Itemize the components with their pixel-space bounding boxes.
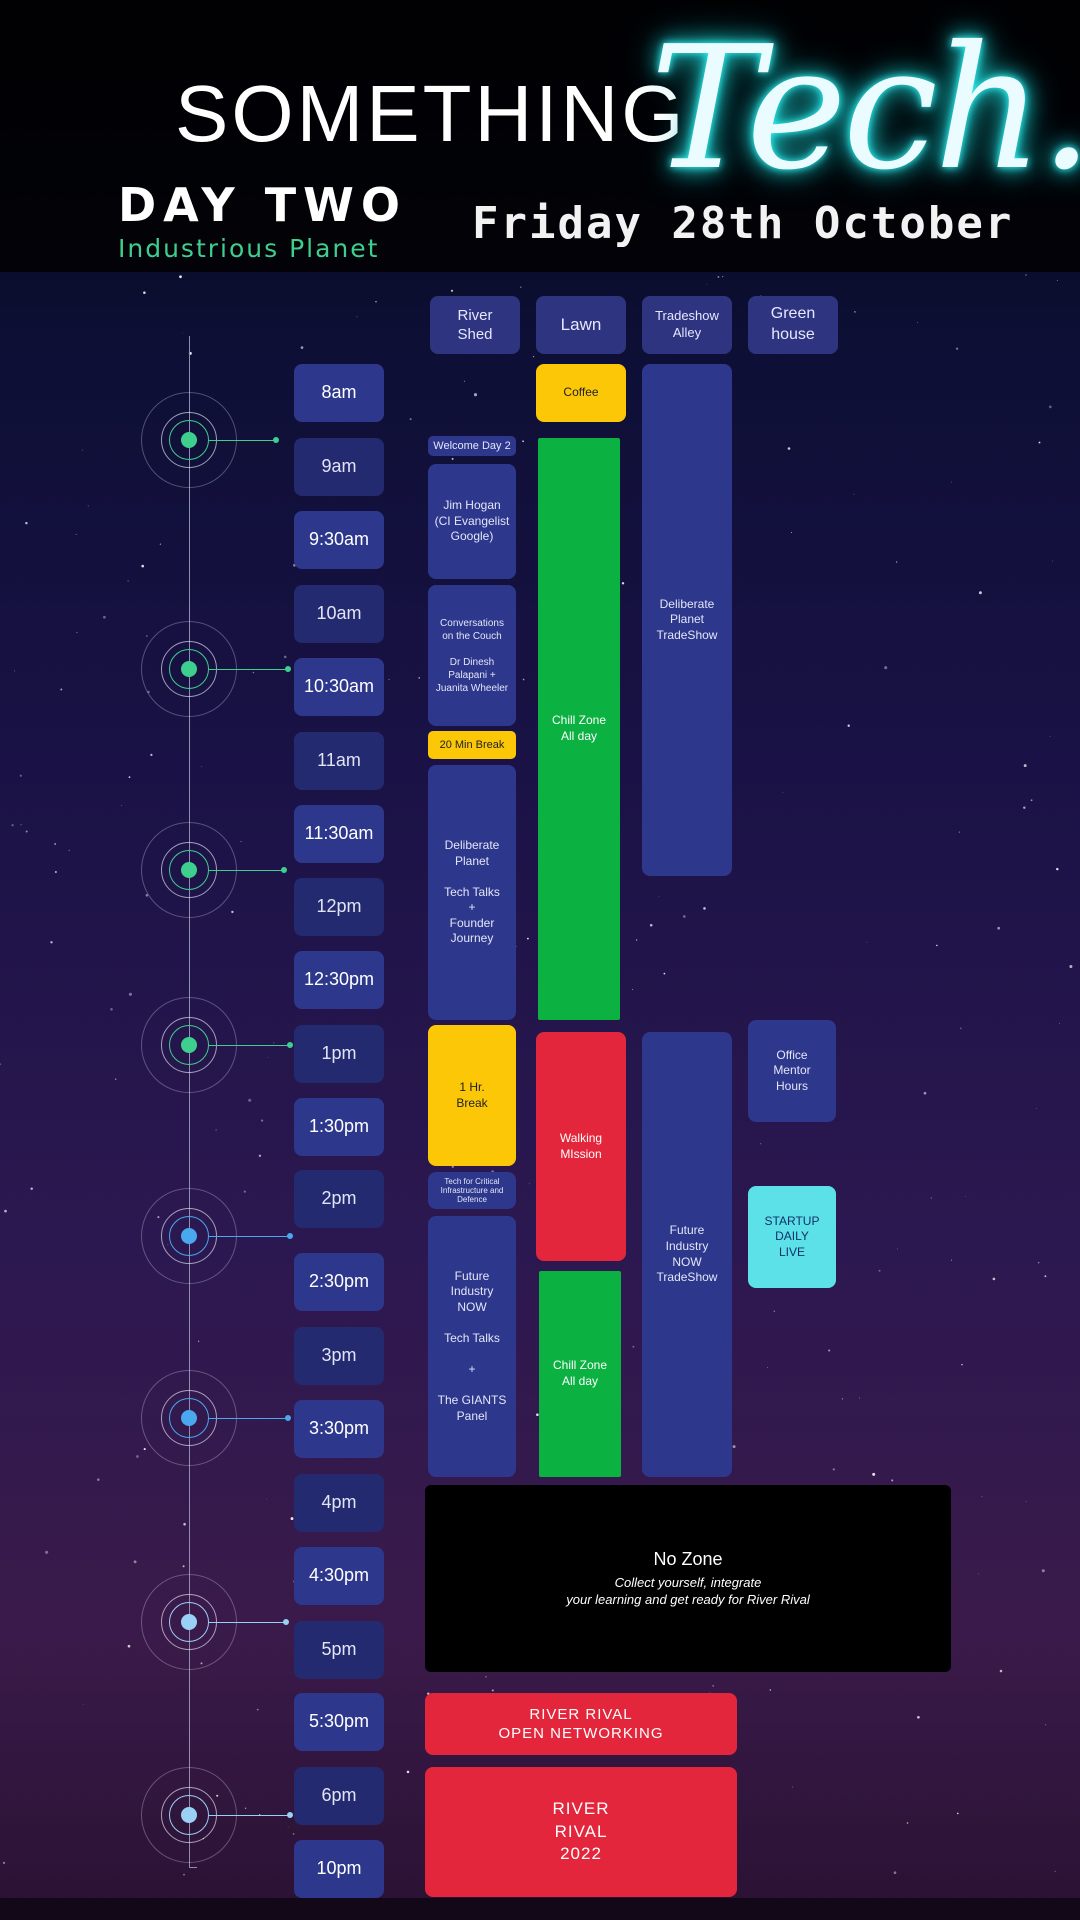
time-slot-3-30pm: 3:30pm bbox=[294, 1400, 384, 1458]
time-slot-9-30am: 9:30am bbox=[294, 511, 384, 569]
timeline-rail-end bbox=[189, 1867, 197, 1868]
timeline-node-dot bbox=[181, 1614, 197, 1630]
timeline-node-connector bbox=[209, 1815, 290, 1816]
event-startup-daily-live[interactable]: STARTUP DAILY LIVE bbox=[748, 1186, 836, 1288]
timeline-node-dot bbox=[181, 1228, 197, 1244]
venue-header-greenhouse: Green house bbox=[748, 296, 838, 354]
event-coffee[interactable]: Coffee bbox=[536, 364, 626, 422]
venue-header-tradeshow-alley: Tradeshow Alley bbox=[642, 296, 732, 354]
timeline-node-ring bbox=[169, 420, 209, 460]
time-slot-9am: 9am bbox=[294, 438, 384, 496]
timeline-node-dot bbox=[181, 862, 197, 878]
time-slot-5-30pm: 5:30pm bbox=[294, 1693, 384, 1751]
timeline-node-endpoint bbox=[287, 1812, 293, 1818]
time-slot-4-30pm: 4:30pm bbox=[294, 1547, 384, 1605]
time-slot-1pm: 1pm bbox=[294, 1025, 384, 1083]
timeline-node-endpoint bbox=[287, 1233, 293, 1239]
venue-header-lawn: Lawn bbox=[536, 296, 626, 354]
day-title: DAY TWO bbox=[118, 178, 407, 232]
time-slot-2-30pm: 2:30pm bbox=[294, 1253, 384, 1311]
event-river-rival-networking[interactable]: RIVER RIVAL OPEN NETWORKING bbox=[425, 1693, 737, 1755]
event-no-zone[interactable]: No Zone Collect yourself, integrate your… bbox=[425, 1485, 951, 1672]
timeline-node-ring bbox=[169, 1025, 209, 1065]
timeline-node-dot bbox=[181, 1037, 197, 1053]
timeline-node-endpoint bbox=[285, 666, 291, 672]
event-jim-hogan[interactable]: Jim Hogan (CI Evangelist Google) bbox=[428, 464, 516, 579]
timeline-node-ring bbox=[169, 1398, 209, 1438]
venue-header-river-shed: River Shed bbox=[430, 296, 520, 354]
timeline-node-connector bbox=[209, 1622, 286, 1623]
time-slot-12pm: 12pm bbox=[294, 878, 384, 936]
timeline-node-dot bbox=[181, 661, 197, 677]
event-critical-infrastructure[interactable]: Tech for Critical Infrastructure and Def… bbox=[428, 1172, 516, 1209]
event-future-industry-tradeshow[interactable]: Future Industry NOW TradeShow bbox=[642, 1032, 732, 1477]
time-slot-11am: 11am bbox=[294, 732, 384, 790]
timeline-node-connector bbox=[209, 1418, 288, 1419]
no-zone-line-2: your learning and get ready for River Ri… bbox=[566, 1592, 810, 1608]
timeline-node-endpoint bbox=[273, 437, 279, 443]
event-office-mentor-hours[interactable]: Office Mentor Hours bbox=[748, 1020, 836, 1122]
event-walking-mission[interactable]: Walking MIssion bbox=[536, 1032, 626, 1261]
event-date: Friday 28th October bbox=[472, 198, 1014, 249]
timeline-node-endpoint bbox=[285, 1415, 291, 1421]
no-zone-title: No Zone bbox=[653, 1548, 723, 1569]
event-deliberate-planet-talks[interactable]: Deliberate Planet Tech Talks + Founder J… bbox=[428, 765, 516, 1020]
timeline-node-endpoint bbox=[283, 1619, 289, 1625]
no-zone-line-1: Collect yourself, integrate bbox=[614, 1575, 762, 1591]
time-slot-1-30pm: 1:30pm bbox=[294, 1098, 384, 1156]
timeline-node-ring bbox=[169, 649, 209, 689]
header-band bbox=[0, 0, 1080, 272]
brand-title-script: Tech. bbox=[650, 10, 1080, 208]
time-slot-6pm: 6pm bbox=[294, 1767, 384, 1825]
event-chill-zone-morning[interactable]: Chill Zone All day bbox=[538, 438, 620, 1020]
timeline-node-endpoint bbox=[281, 867, 287, 873]
time-slot-10pm: 10pm bbox=[294, 1840, 384, 1898]
time-slot-10-30am: 10:30am bbox=[294, 658, 384, 716]
event-1hr-break[interactable]: 1 Hr. Break bbox=[428, 1025, 516, 1166]
timeline-node-ring bbox=[169, 1216, 209, 1256]
brand-title-light: SOMETHING bbox=[175, 69, 687, 158]
timeline-node-connector bbox=[209, 870, 284, 871]
timeline-node-dot bbox=[181, 1807, 197, 1823]
timeline-node-connector bbox=[209, 1045, 290, 1046]
event-20-min-break[interactable]: 20 Min Break bbox=[428, 731, 516, 759]
timeline-node-ring bbox=[169, 1602, 209, 1642]
timeline-node-ring bbox=[169, 1795, 209, 1835]
timeline-node-connector bbox=[209, 1236, 290, 1237]
theme-subtitle: Industrious Planet bbox=[118, 234, 380, 263]
event-deliberate-planet-tradeshow[interactable]: Deliberate Planet TradeShow bbox=[642, 364, 732, 876]
time-slot-5pm: 5pm bbox=[294, 1621, 384, 1679]
timeline-node-dot bbox=[181, 432, 197, 448]
time-slot-3pm: 3pm bbox=[294, 1327, 384, 1385]
timeline-node-dot bbox=[181, 1410, 197, 1426]
timeline-node-connector bbox=[209, 669, 288, 670]
timeline-rail bbox=[189, 336, 190, 1868]
event-future-industry-talks[interactable]: Future Industry NOW Tech Talks + The GIA… bbox=[428, 1216, 516, 1477]
time-slot-2pm: 2pm bbox=[294, 1170, 384, 1228]
time-slot-4pm: 4pm bbox=[294, 1474, 384, 1532]
event-river-rival-2022[interactable]: RIVER RIVAL 2022 bbox=[425, 1767, 737, 1897]
event-conversations-couch[interactable]: Conversations on the Couch Dr Dinesh Pal… bbox=[428, 585, 516, 726]
timeline-node-endpoint bbox=[287, 1042, 293, 1048]
time-slot-8am: 8am bbox=[294, 364, 384, 422]
timeline-node-ring bbox=[169, 850, 209, 890]
event-chill-zone-afternoon[interactable]: Chill Zone All day bbox=[539, 1271, 621, 1477]
time-slot-11-30am: 11:30am bbox=[294, 805, 384, 863]
event-welcome-day-2[interactable]: Welcome Day 2 bbox=[428, 436, 516, 456]
footer-band bbox=[0, 1898, 1080, 1920]
time-slot-12-30pm: 12:30pm bbox=[294, 951, 384, 1009]
timeline-node-connector bbox=[209, 440, 276, 441]
time-slot-10am: 10am bbox=[294, 585, 384, 643]
